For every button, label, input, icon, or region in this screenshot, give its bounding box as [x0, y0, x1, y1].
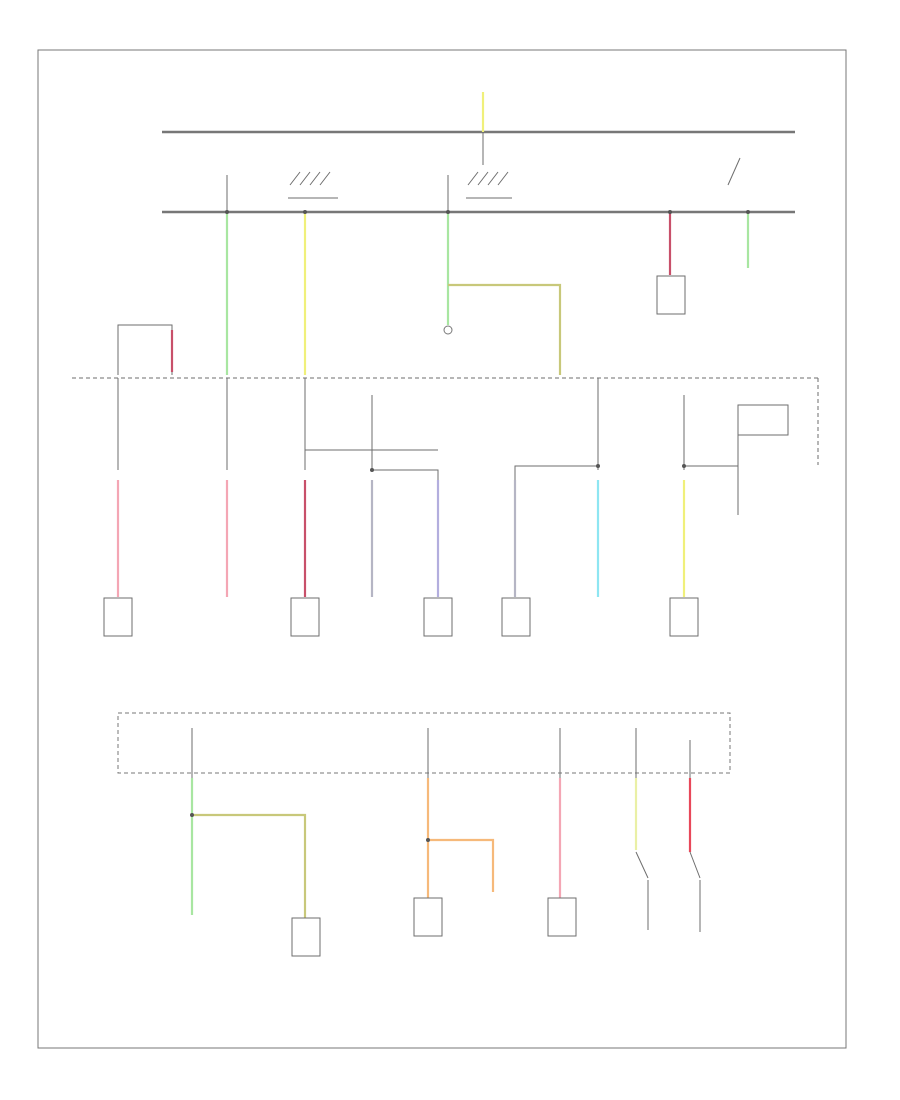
fuse-row [117, 378, 789, 480]
wire-olive-2 [192, 813, 307, 918]
component-mid-4 [501, 597, 531, 637]
junction-dots [190, 210, 750, 842]
component-low-3 [547, 897, 577, 937]
component-low-1 [291, 917, 321, 957]
ground-symbol-center [443, 325, 453, 335]
lower-junction-box [117, 712, 731, 774]
component-mid-5 [669, 597, 699, 637]
wire-left-loop [117, 324, 173, 375]
wire-orange-2 [428, 838, 495, 892]
ignition-switch-right [727, 157, 741, 186]
wire-olive-loop [448, 283, 562, 375]
lower-fuse-drops [191, 728, 691, 778]
switch-lower-2 [689, 851, 701, 932]
component-low-2 [413, 897, 443, 937]
component-mid-1 [103, 597, 133, 637]
switch-lower-1 [635, 851, 649, 930]
component-mid-2 [290, 597, 320, 637]
component-mid-3 [423, 597, 453, 637]
diagram-border [37, 49, 847, 1049]
top-right-component-a [656, 275, 686, 315]
ignition-switch-center [466, 171, 512, 199]
ignition-switch-left [288, 171, 338, 199]
